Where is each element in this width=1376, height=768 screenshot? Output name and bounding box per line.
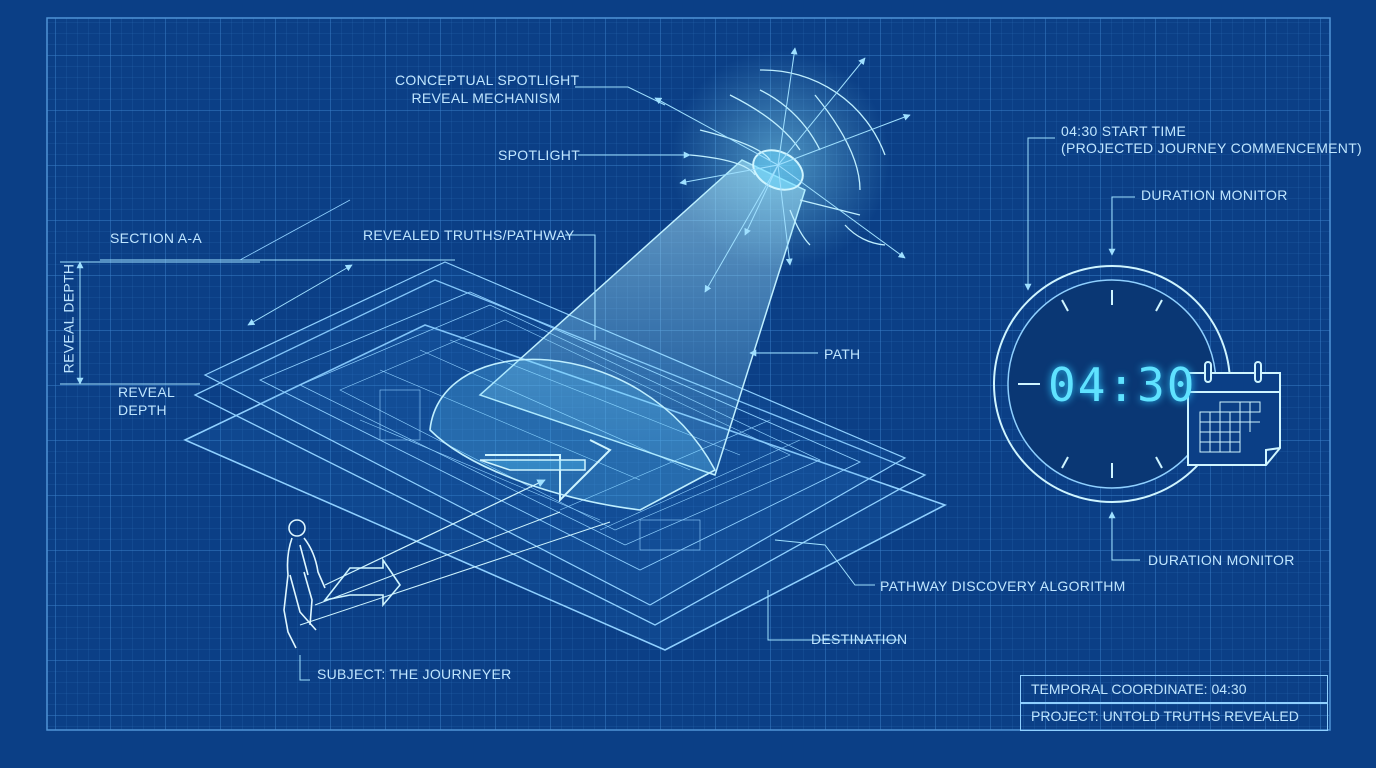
reveal-depth-label-line1: REVEAL xyxy=(118,384,176,400)
project-cell: PROJECT: UNTOLD TRUTHS REVEALED xyxy=(1020,702,1328,731)
reveal-depth-label-line2: DEPTH xyxy=(118,402,167,418)
calendar-icon xyxy=(1187,361,1281,466)
revealed-truths-label: REVEALED TRUTHS/PATHWAY xyxy=(363,227,575,243)
clock-digital-display: 04:30 xyxy=(1048,358,1197,412)
subject-label: SUBJECT: THE JOURNEYER xyxy=(317,666,512,682)
leader-lines xyxy=(299,86,900,681)
conceptual-spotlight-label: CONCEPTUAL SPOTLIGHT xyxy=(395,72,580,88)
walking-person-icon xyxy=(283,519,326,649)
floor-plan xyxy=(183,199,948,651)
dimension-lines xyxy=(60,259,455,385)
duration-monitor-top-label: DURATION MONITOR xyxy=(1141,187,1288,203)
path-label: PATH xyxy=(824,346,861,362)
destination-label: DESTINATION xyxy=(811,631,908,647)
start-time-label: 04:30 START TIME xyxy=(1061,123,1187,139)
spotlight-icon xyxy=(654,47,911,293)
reveal-mechanism-label: REVEAL MECHANISM xyxy=(411,90,561,106)
pathway-algorithm-label: PATHWAY DISCOVERY ALGORITHM xyxy=(880,578,1126,594)
clock-leaders xyxy=(1024,137,1140,561)
section-label: SECTION A-A xyxy=(110,230,202,246)
duration-monitor-bottom-label: DURATION MONITOR xyxy=(1148,552,1295,568)
drawing-border xyxy=(46,17,1331,731)
start-time-sub-label: (PROJECTED JOURNEY COMMENCEMENT) xyxy=(1061,140,1363,156)
reveal-depth-vertical-label: REVEAL DEPTH xyxy=(60,263,77,374)
spotlight-label: SPOTLIGHT xyxy=(498,147,581,163)
temporal-coordinate-cell: TEMPORAL COORDINATE: 04:30 xyxy=(1020,675,1328,704)
path-arrows xyxy=(299,479,611,626)
